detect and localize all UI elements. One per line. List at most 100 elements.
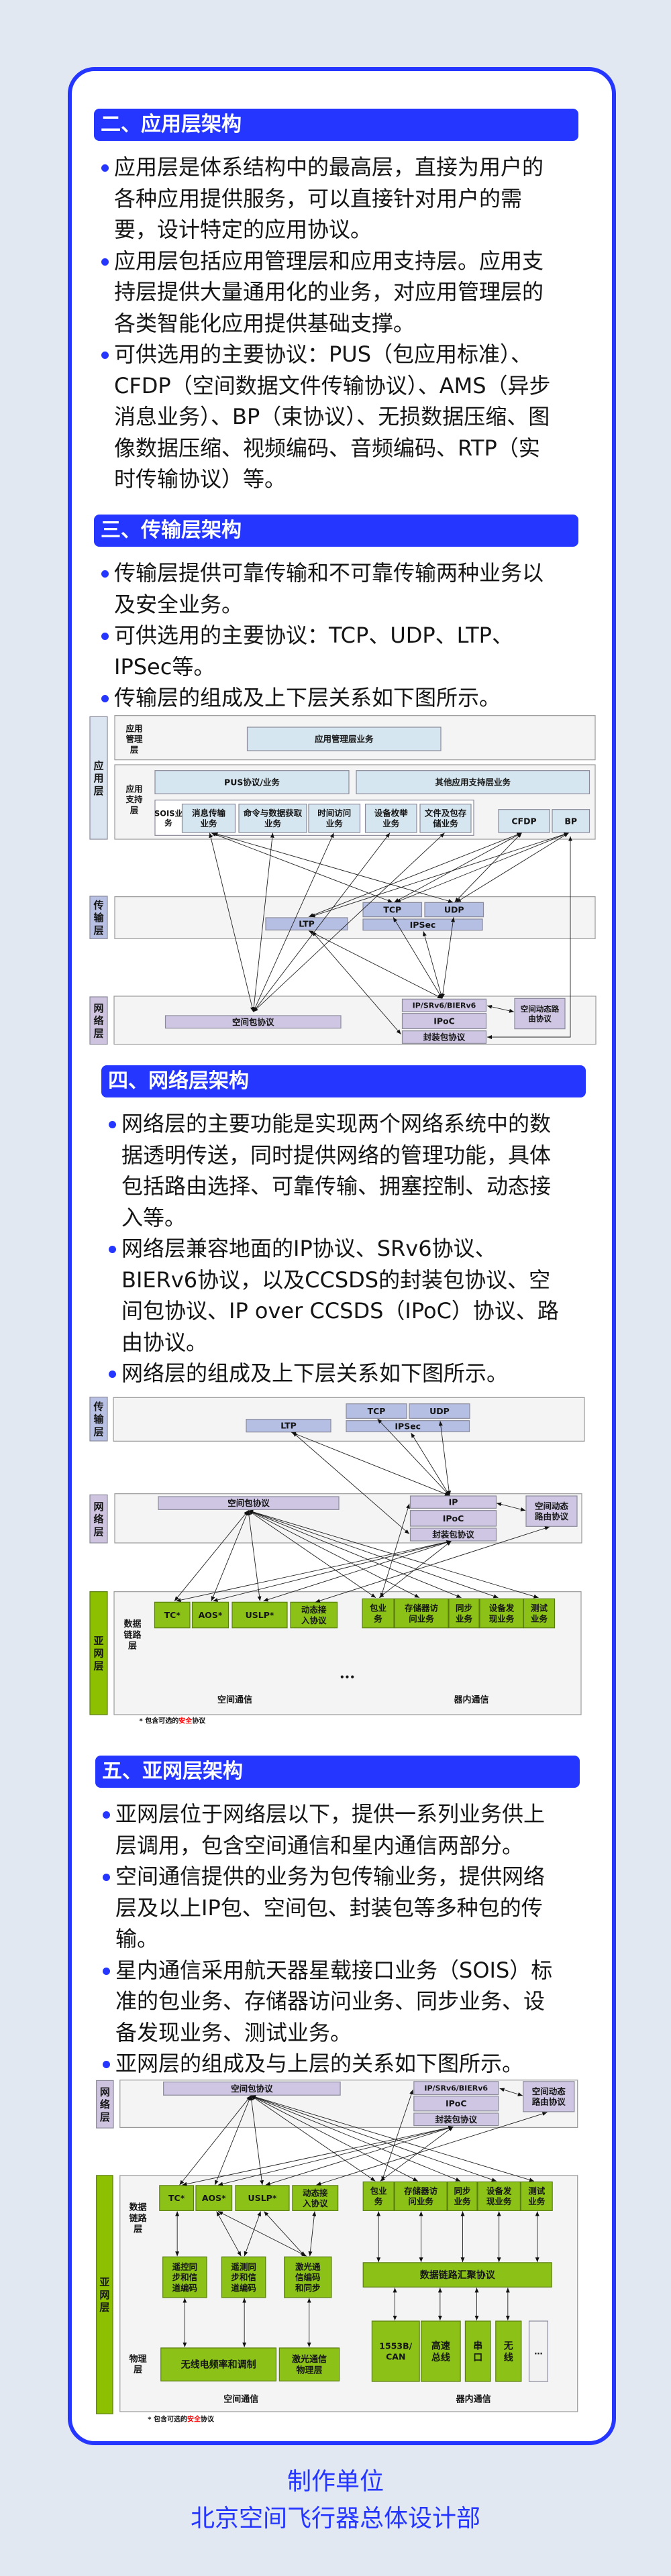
c1-label: 遥控同步和信道编码	[172, 2262, 198, 2293]
relation-arrow	[315, 1526, 550, 1603]
radio-box	[160, 2347, 277, 2381]
c1-box	[162, 2256, 207, 2298]
b1553-label: 1553B/CAN	[379, 2341, 412, 2362]
side-net-label: 网络层	[93, 1501, 103, 1538]
side-sub-label: 亚网层	[93, 1635, 103, 1672]
side-trans-box	[89, 896, 108, 939]
c2-label: 遥测同步和信道编码	[231, 2262, 256, 2293]
ip-box	[413, 2081, 499, 2096]
uslp-label: USLP*	[246, 1610, 274, 1620]
footnote: * 包含可选的安全协议	[148, 2415, 215, 2424]
dyn-acc-box	[292, 2185, 339, 2211]
file-box	[419, 804, 472, 833]
section-title: 三、传输层架构	[94, 515, 578, 547]
ip-label: IP	[449, 1497, 458, 1507]
section-title: 五、亚网层架构	[95, 1756, 580, 1788]
relation-arrow	[411, 1432, 450, 1496]
test-label: 测试业务	[531, 1603, 548, 1624]
ipoc-label: IPoC	[443, 1513, 464, 1523]
bp-box	[552, 809, 590, 833]
uslp-box	[235, 2185, 290, 2211]
mem-box	[394, 2181, 448, 2211]
aos-box	[191, 1601, 229, 1629]
bullet-item: 网络层的组成及上下层关系如下图所示。	[109, 1358, 564, 1389]
side-net-label: 网络层	[100, 2086, 110, 2123]
mem-label: 存储器访问业务	[404, 1603, 439, 1624]
ip-label: IP/SRv6/BIERv6	[424, 2084, 488, 2093]
relation-arrow	[308, 930, 443, 999]
space-comm-label: 空间通信	[217, 1695, 252, 1705]
other-box	[356, 770, 590, 794]
bullet-item: 可供选用的主要协议：PUS（包应用标准）、CFDP（空间数据文件传输协议）、AM…	[101, 339, 557, 495]
layer-panel	[114, 896, 596, 939]
laser-label: 激光通信物理层	[292, 2354, 327, 2375]
dyn-acc-label: 动态接入协议	[303, 2188, 328, 2208]
relation-arrow	[456, 833, 569, 903]
pkt-label: 包业务	[370, 2186, 388, 2207]
bullet-item: 亚网层的组成及与上层的关系如下图所示。	[103, 2048, 558, 2080]
relation-arrow	[308, 2211, 317, 2257]
relation-arrow	[394, 833, 522, 903]
dots-label: •••	[340, 1672, 355, 1682]
relation-arrow	[438, 1421, 452, 1496]
side-app-box	[89, 716, 108, 840]
dev-box	[364, 804, 417, 833]
intra-label: 器内通信	[456, 2394, 491, 2404]
bullet-item: 可供选用的主要协议：TCP、UDP、LTP、IPSec等。	[101, 620, 557, 682]
tc-label: TC*	[164, 1610, 181, 1620]
disc-label: 设备发现业务	[489, 1603, 515, 1624]
ltp-label: LTP	[280, 1421, 297, 1431]
aos-box	[195, 2185, 233, 2211]
bullet-item: 空间通信提供的业务为包传输业务，提供网络层及以上IP包、空间包、封装包等多种包的…	[103, 1861, 558, 1955]
hs-label: 高速总线	[431, 2340, 450, 2363]
relation-arrow	[422, 931, 444, 999]
side-trans-box	[89, 1397, 108, 1442]
sup-label-label: 应用支持层	[125, 784, 143, 815]
serial-box	[464, 2320, 491, 2382]
aos-label: AOS*	[202, 2193, 226, 2203]
relation-arrow	[487, 836, 572, 1039]
bullet-item: 传输层的组成及上下层关系如下图所示。	[101, 682, 557, 714]
b1553-box	[371, 2320, 420, 2382]
file-label: 文件及包存储业务	[425, 808, 467, 829]
time-box	[308, 804, 361, 833]
mem-box	[394, 1598, 449, 1629]
relation-arrow	[213, 832, 454, 903]
msg-box	[181, 804, 236, 833]
udp-label: UDP	[429, 1406, 450, 1416]
side-trans-label: 传输层	[93, 899, 104, 936]
msg-label: 消息传输业务	[192, 808, 226, 829]
wireless-box	[495, 2320, 522, 2382]
pus-label: PUS协议/业务	[224, 777, 280, 788]
disc-label: 设备发现业务	[486, 2186, 512, 2207]
cmd-box	[238, 804, 307, 833]
test-box	[520, 2181, 553, 2211]
ipsec-label: IPSec	[410, 920, 436, 930]
laser-box	[278, 2347, 340, 2381]
c3-label: 激光通信编码和同步	[295, 2262, 321, 2293]
tcp-label: TCP	[368, 1406, 386, 1416]
side-net-label: 网络层	[93, 1002, 103, 1040]
radio-label: 无线电频率和调制	[180, 2359, 256, 2371]
content-card	[68, 67, 616, 2445]
other-label: 其他应用支持层业务	[435, 777, 511, 788]
time-label: 时间访问业务	[317, 808, 351, 829]
bullet-item: 星内通信采用航天器星载接口业务（SOIS）标准的包业务、存储器访问业务、同步业务…	[103, 1955, 558, 2049]
bullet-list: 亚网层位于网络层以下，提供一系列业务供上层调用，包含空间通信和星内通信两部分。 …	[95, 1799, 558, 2080]
spp-label: 空间包协议	[231, 2084, 273, 2094]
more-label: …	[534, 2347, 543, 2357]
dyn-acc-box	[290, 1601, 338, 1629]
tc-box	[154, 1601, 191, 1629]
bullet-item: 应用层包括应用管理层和应用支持层。应用支持层提供大量通用化的业务，对应用管理层的…	[101, 246, 557, 339]
uslp-box	[231, 1601, 288, 1629]
ltp-box	[246, 1419, 331, 1433]
pkt-label: 包业务	[369, 1603, 387, 1624]
sync-box	[448, 1598, 480, 1629]
tc-label: TC*	[168, 2193, 185, 2203]
tc-box	[159, 2185, 195, 2211]
side-app-label: 应用层	[93, 759, 103, 797]
dlc-label: 数据链路汇聚协议	[420, 2269, 496, 2281]
relation-arrow	[454, 833, 522, 903]
dyn-label: 空间动态路由协议	[532, 2086, 566, 2107]
